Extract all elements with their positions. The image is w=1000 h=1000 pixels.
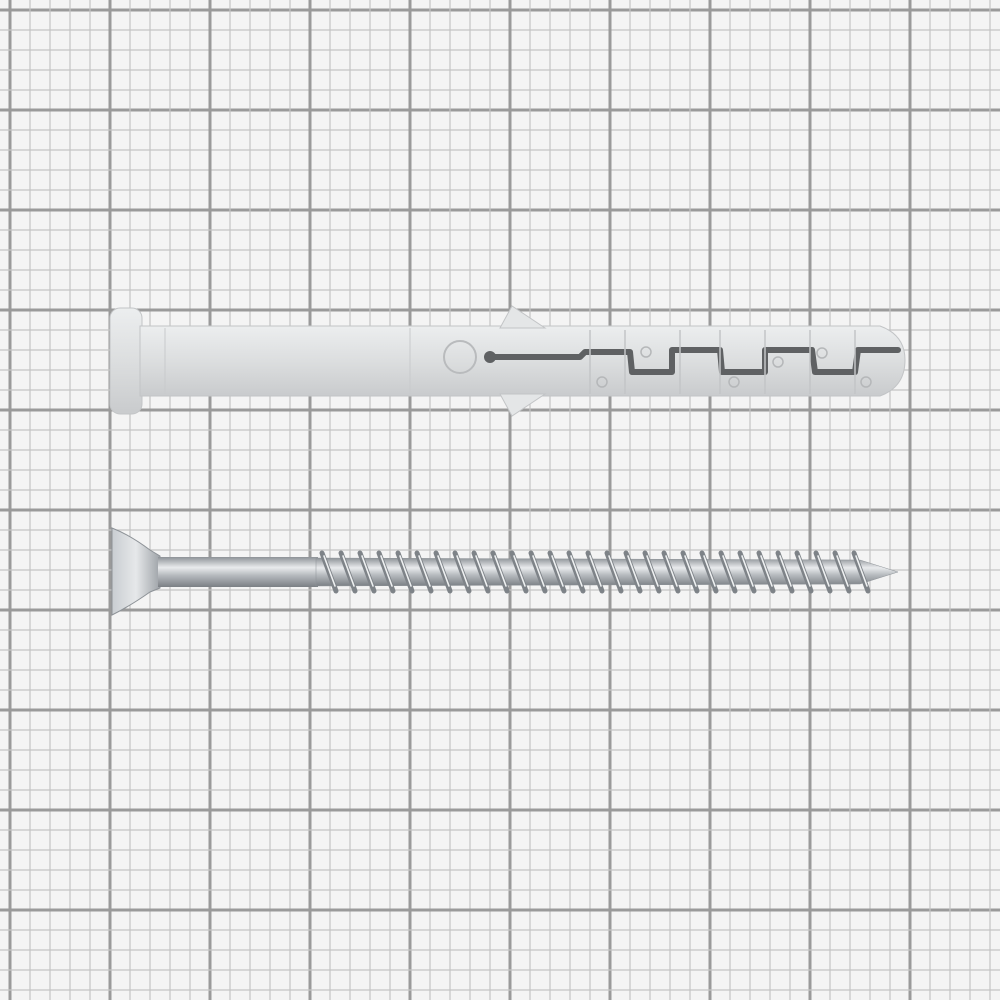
screw-thread-highlight bbox=[741, 555, 754, 587]
screw-thread-highlight bbox=[684, 555, 697, 587]
screw bbox=[111, 527, 899, 616]
screw-shank bbox=[158, 557, 318, 587]
screw-thread-highlight bbox=[608, 555, 621, 587]
screw-thread-highlight bbox=[513, 555, 526, 587]
screw-thread-highlight bbox=[437, 555, 450, 587]
screw-thread-highlight bbox=[380, 555, 393, 587]
screw-thread-highlight bbox=[551, 555, 564, 587]
screw-thread-highlight bbox=[665, 555, 678, 587]
wall-plug-slot bbox=[485, 347, 901, 375]
wall-plug-tooth-top bbox=[499, 305, 547, 329]
screw-thread-highlight bbox=[798, 555, 811, 587]
screw-thread-highlight bbox=[494, 555, 507, 587]
screw-thread-highlight bbox=[475, 555, 488, 587]
wall-plug-circle-mark bbox=[443, 340, 477, 374]
screw-thread-highlight bbox=[361, 555, 374, 587]
screw-thread-highlight bbox=[589, 555, 602, 587]
wall-plug-collar bbox=[109, 307, 143, 415]
screw-thread-highlight bbox=[817, 555, 830, 587]
screw-thread-highlight bbox=[532, 555, 545, 587]
screw-thread-highlight bbox=[570, 555, 583, 587]
screw-thread-highlight bbox=[399, 555, 412, 587]
screw-thread-highlight bbox=[418, 555, 431, 587]
screw-thread-highlight bbox=[323, 555, 336, 587]
screw-head bbox=[111, 527, 161, 616]
screw-thread-highlight bbox=[760, 555, 773, 587]
wall-plug bbox=[109, 305, 906, 417]
screw-thread-highlight bbox=[855, 555, 868, 587]
screw-thread-highlight bbox=[456, 555, 469, 587]
screw-thread-highlight bbox=[342, 555, 355, 587]
screw-thread-highlight bbox=[836, 555, 849, 587]
screw-threads bbox=[319, 550, 871, 594]
screw-thread-highlight bbox=[779, 555, 792, 587]
screw-thread-highlight bbox=[627, 555, 640, 587]
wall-plug-tooth-bottom bbox=[499, 393, 547, 417]
screw-thread-highlight bbox=[722, 555, 735, 587]
screw-thread-highlight bbox=[646, 555, 659, 587]
screw-thread-highlight bbox=[703, 555, 716, 587]
wall-plug-body bbox=[139, 325, 906, 397]
